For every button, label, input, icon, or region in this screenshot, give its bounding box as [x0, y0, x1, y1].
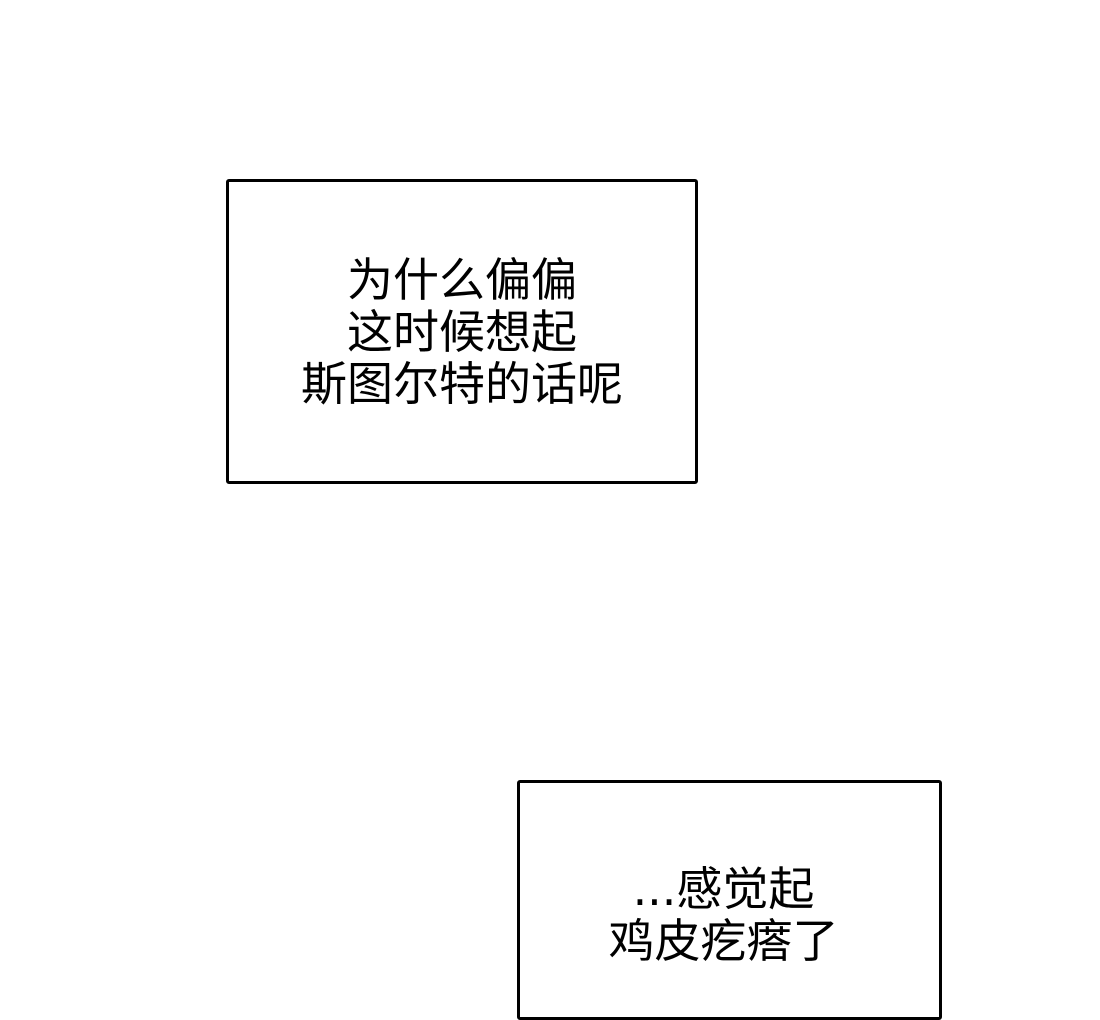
caption-line: 为什么偏偏 [347, 253, 577, 307]
caption-line: ...感觉起 [632, 862, 815, 916]
caption-box-1: 为什么偏偏 这时候想起 斯图尔特的话呢 [226, 179, 698, 484]
caption-line: 鸡皮疙瘩了 [608, 914, 839, 968]
caption-line: 斯图尔特的话呢 [301, 357, 623, 411]
caption-line: 这时候想起 [347, 305, 577, 359]
caption-box-2: ...感觉起 鸡皮疙瘩了 [517, 780, 942, 1020]
